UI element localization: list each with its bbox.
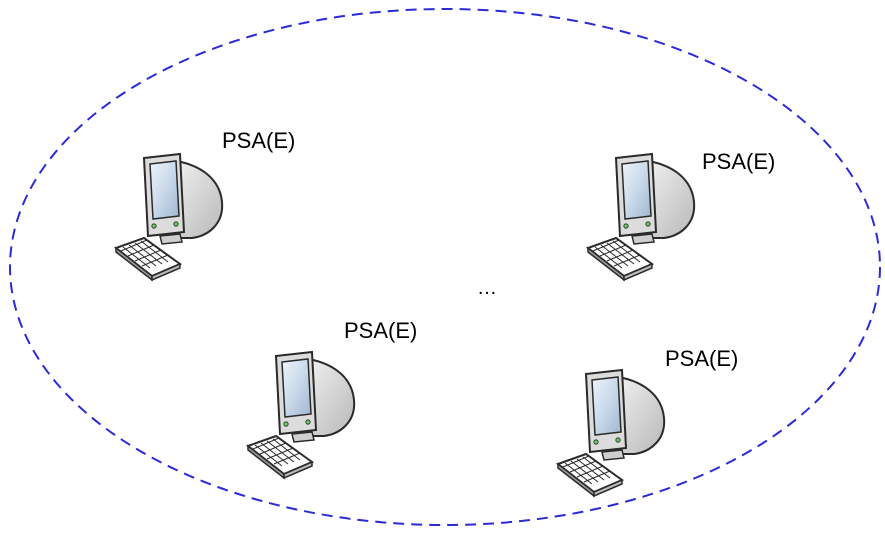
node-label: PSA(E) xyxy=(222,128,296,153)
more-nodes-ellipsis: … xyxy=(477,277,497,299)
node-label: PSA(E) xyxy=(702,149,776,174)
desktop-computer-icon xyxy=(587,153,696,281)
desktop-computer-icon xyxy=(557,369,666,497)
node-label: PSA(E) xyxy=(344,318,418,343)
network-boundary xyxy=(9,8,881,526)
desktop-computer-icon xyxy=(247,351,356,479)
desktop-computer-icon xyxy=(115,153,224,281)
node-label: PSA(E) xyxy=(665,346,739,371)
